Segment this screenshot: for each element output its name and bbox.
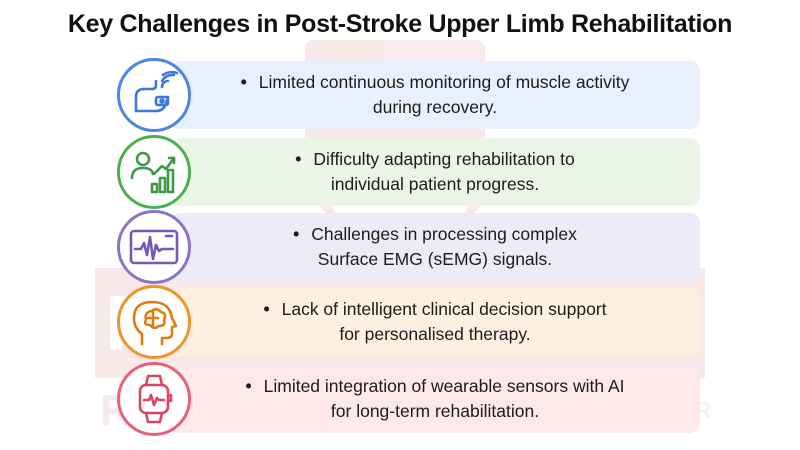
- challenge-item: • Challenges in processing complex Surfac…: [0, 210, 800, 284]
- challenge-card: • Difficulty adapting rehabilitation to i…: [170, 138, 700, 206]
- wireless-arm-sensor-icon: [134, 70, 179, 113]
- challenge-text: • Difficulty adapting rehabilitation to i…: [295, 147, 575, 197]
- icon-circle: [117, 135, 191, 209]
- challenge-line1: Limited continuous monitoring of muscle …: [258, 72, 630, 92]
- challenge-text: • Limited continuous monitoring of muscle…: [241, 70, 630, 120]
- challenge-card: • Limited integration of wearable sensors…: [170, 365, 700, 433]
- icon-circle: [117, 362, 191, 436]
- challenge-item: • Limited continuous monitoring of muscle…: [0, 58, 800, 132]
- icon-circle: [117, 210, 191, 284]
- challenge-line2: during recovery.: [372, 97, 498, 117]
- bullet: •: [295, 149, 302, 169]
- challenge-card: • Lack of intelligent clinical decision s…: [170, 288, 700, 356]
- challenge-item: • Limited integration of wearable sensors…: [0, 362, 800, 436]
- emg-waveform-monitor-icon: [129, 229, 179, 265]
- challenge-line2: for personalised therapy.: [339, 324, 531, 344]
- bullet: •: [263, 299, 270, 319]
- challenge-line2: Surface EMG (sEMG) signals.: [317, 249, 553, 269]
- bullet: •: [245, 376, 252, 396]
- icon-circle: [117, 285, 191, 359]
- challenge-line1: Difficulty adapting rehabilitation to: [313, 149, 575, 169]
- challenge-line1: Lack of intelligent clinical decision su…: [281, 299, 607, 319]
- challenge-text: • Lack of intelligent clinical decision s…: [263, 297, 606, 347]
- challenge-text: • Limited integration of wearable sensors…: [245, 374, 624, 424]
- challenge-card: • Challenges in processing complex Surfac…: [170, 213, 700, 281]
- progress-chart-person-icon: [130, 151, 176, 194]
- challenge-line2: for long-term rehabilitation.: [330, 401, 540, 421]
- challenge-line2: individual patient progress.: [330, 174, 540, 194]
- challenge-line1: Challenges in processing complex: [311, 224, 577, 244]
- bullet: •: [293, 224, 300, 244]
- smartwatch-heartbeat-icon: [138, 374, 173, 424]
- challenge-item: • Lack of intelligent clinical decision s…: [0, 285, 800, 359]
- challenge-line1: Limited integration of wearable sensors …: [263, 376, 625, 396]
- challenge-item: • Difficulty adapting rehabilitation to i…: [0, 135, 800, 209]
- bullet: •: [240, 72, 247, 92]
- brain-head-icon: [132, 300, 178, 346]
- challenge-text: • Challenges in processing complex Surfac…: [293, 222, 577, 272]
- challenge-card: • Limited continuous monitoring of muscle…: [170, 61, 700, 129]
- page-title: Key Challenges in Post-Stroke Upper Limb…: [67, 10, 733, 38]
- icon-circle: [117, 58, 191, 132]
